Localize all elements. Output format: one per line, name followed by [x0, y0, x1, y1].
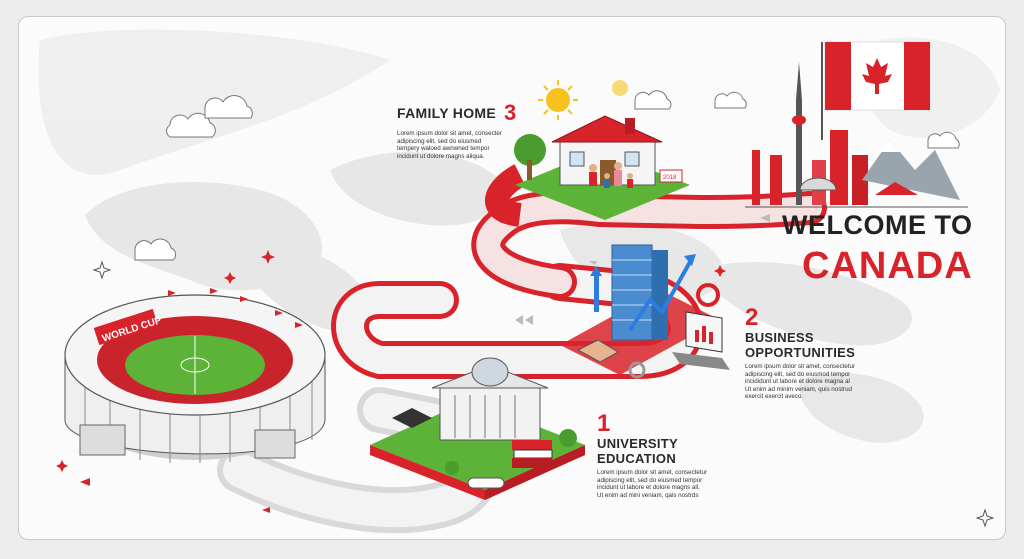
step-1-university: 1 UNIVERSITY EDUCATION Lorem ipsum dolor… [597, 412, 707, 499]
step-3-title: FAMILY HOME [397, 105, 496, 121]
step-1-title-line2: EDUCATION [597, 451, 677, 466]
step-1-title-line1: UNIVERSITY [597, 436, 679, 451]
family-home-illustration: 2018 [514, 115, 690, 220]
business-illustration [560, 244, 730, 379]
cloud-icon [134, 90, 960, 261]
gear-icon [696, 283, 720, 307]
handshake-icon [576, 339, 619, 363]
hero-title-line2: CANADA [802, 245, 973, 287]
canada-flag-icon [821, 41, 931, 140]
step-2-title-line2: OPPORTUNITIES [745, 345, 856, 360]
step-2-number: 2 [745, 304, 759, 331]
graduation-cap-icon [392, 408, 432, 428]
university-illustration [370, 357, 585, 500]
stadium-illustration: WORLD CUP [64, 288, 326, 463]
family-figures [589, 162, 633, 188]
svg-text:2018: 2018 [663, 175, 677, 181]
house-sign [659, 169, 683, 183]
step-2-title-line1: BUSINESS [745, 330, 814, 345]
hero-title-line1: WELCOME TO [782, 210, 973, 240]
canada-skyline [745, 62, 968, 208]
world-cup-banner [93, 308, 159, 346]
step-3-number: 3 [503, 100, 517, 125]
red-star-decorations [56, 250, 726, 513]
road-arrows [515, 214, 770, 325]
laptop-icon [672, 311, 730, 370]
sparkle-icon [92, 260, 995, 528]
step-3-family-home: FAMILY HOME 3 Lorem ipsum dolor sit amet… [397, 100, 516, 160]
step-2-business: 2 BUSINESS OPPORTUNITIES Lorem ipsum dol… [745, 306, 855, 401]
step-1-number: 1 [597, 410, 611, 437]
sun-icon [538, 80, 628, 120]
